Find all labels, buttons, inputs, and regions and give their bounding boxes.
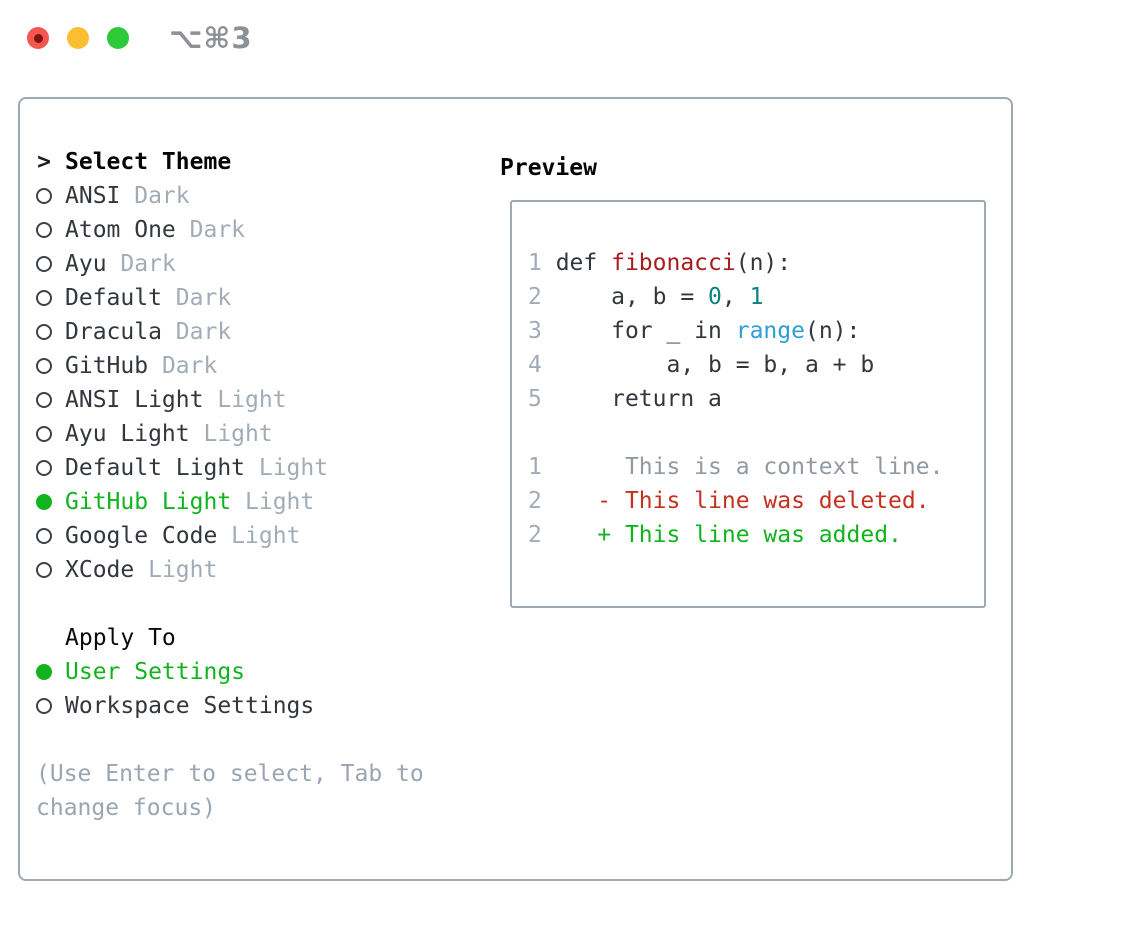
traffic-lights	[27, 27, 129, 49]
theme-name: ANSI	[65, 183, 121, 209]
theme-option-github[interactable]: GitHub Dark	[36, 349, 476, 383]
theme-name: Dracula	[65, 319, 162, 345]
theme-name: Ayu	[65, 251, 107, 277]
theme-variant-label: Dark	[148, 353, 218, 379]
theme-name: Ayu Light	[65, 421, 190, 447]
theme-name: ANSI Light	[65, 387, 204, 413]
apply-to-header: Apply To	[65, 625, 176, 651]
theme-option-ansi-light[interactable]: ANSI Light Light	[36, 383, 476, 417]
radio-unselected-icon	[36, 256, 52, 272]
radio-unselected-icon	[36, 392, 52, 408]
theme-variant-label: Dark	[106, 251, 176, 277]
theme-option-github-light[interactable]: GitHub Light Light	[36, 485, 476, 519]
theme-variant-label: Dark	[175, 217, 246, 243]
line-number: 3	[528, 318, 556, 344]
theme-option-atom-one[interactable]: Atom One Dark	[36, 213, 476, 247]
theme-option-dracula[interactable]: Dracula Dark	[36, 315, 476, 349]
theme-variant-label: Light	[203, 387, 287, 413]
line-number: 1	[528, 250, 556, 276]
theme-option-ansi[interactable]: ANSI Dark	[36, 179, 476, 213]
theme-variant-label: Dark	[161, 285, 232, 311]
preview-heading: Preview	[500, 155, 597, 181]
prompt-caret-icon: >	[37, 149, 51, 175]
theme-variant-label: Dark	[161, 319, 232, 345]
line-number: 2	[528, 522, 542, 548]
close-button[interactable]	[27, 27, 49, 49]
diff-line-context: 1 This is a context line.	[528, 454, 944, 480]
theme-menu-title: Select Theme	[65, 149, 232, 175]
radio-unselected-icon	[36, 358, 52, 374]
radio-unselected-icon	[36, 188, 52, 204]
theme-variant-label: Dark	[120, 183, 190, 209]
radio-unselected-icon	[36, 528, 52, 544]
radio-unselected-icon	[36, 460, 52, 476]
theme-name: XCode	[65, 557, 135, 583]
blank-line	[528, 416, 976, 450]
theme-variant-label: Light	[245, 455, 329, 481]
line-number: 4	[528, 352, 556, 378]
theme-variant-label: Light	[217, 523, 301, 549]
radio-unselected-icon	[36, 426, 52, 442]
theme-option-xcode[interactable]: XCode Light	[36, 553, 476, 587]
theme-name: GitHub	[65, 353, 149, 379]
apply-option-user-settings[interactable]: User Settings	[36, 655, 476, 689]
radio-unselected-icon	[36, 324, 52, 340]
theme-variant-label: Light	[231, 489, 315, 515]
code-line: 4 a, b = b, a + b	[528, 352, 875, 378]
radio-unselected-icon	[36, 222, 52, 238]
line-number: 2	[528, 284, 556, 310]
apply-option-label: Workspace Settings	[65, 693, 315, 719]
window-title: ⌥⌘3	[169, 21, 253, 55]
theme-option-ayu[interactable]: Ayu Dark	[36, 247, 476, 281]
radio-unselected-icon	[36, 290, 52, 306]
theme-option-default-light[interactable]: Default Light Light	[36, 451, 476, 485]
radio-unselected-icon	[36, 562, 52, 578]
diff-line-deleted: 2 - This line was deleted.	[528, 488, 930, 514]
diff-line-added: 2 + This line was added.	[528, 522, 902, 548]
radio-unselected-icon	[36, 698, 52, 714]
preview-box: 1 def fibonacci(n): 2 a, b = 0, 1 3 for _ …	[510, 200, 986, 608]
theme-option-default[interactable]: Default Dark	[36, 281, 476, 315]
theme-variant-label: Light	[189, 421, 273, 447]
code-line: 5 return a	[528, 386, 722, 412]
radio-selected-icon	[36, 664, 52, 680]
line-number: 5	[528, 386, 556, 412]
keyboard-hint: (Use Enter to select, Tab to change focu…	[36, 761, 424, 821]
theme-option-ayu-light[interactable]: Ayu Light Light	[36, 417, 476, 451]
theme-menu-header: > Select Theme	[36, 145, 476, 179]
theme-name: Atom One	[65, 217, 176, 243]
radio-selected-icon	[36, 494, 52, 510]
theme-variant-label: Light	[134, 557, 218, 583]
code-line: 2 a, b = 0, 1	[528, 284, 764, 310]
apply-option-workspace-settings[interactable]: Workspace Settings	[36, 689, 476, 723]
code-line: 3 for _ in range(n):	[528, 318, 861, 344]
spacer	[36, 587, 476, 621]
line-number: 2	[528, 488, 542, 514]
theme-option-google-code[interactable]: Google Code Light	[36, 519, 476, 553]
apply-option-label: User Settings	[65, 659, 246, 685]
line-number: 1	[528, 454, 542, 480]
title-bar: ⌥⌘3	[0, 0, 1140, 76]
code-line: 1 def fibonacci(n):	[528, 250, 792, 276]
theme-name: GitHub Light	[65, 489, 232, 515]
theme-name: Default Light	[65, 455, 246, 481]
theme-name: Default	[65, 285, 162, 311]
minimize-button[interactable]	[67, 27, 89, 49]
code-preview: 1 def fibonacci(n): 2 a, b = 0, 1 3 for _ …	[512, 202, 984, 552]
theme-name: Google Code	[65, 523, 218, 549]
zoom-button[interactable]	[107, 27, 129, 49]
